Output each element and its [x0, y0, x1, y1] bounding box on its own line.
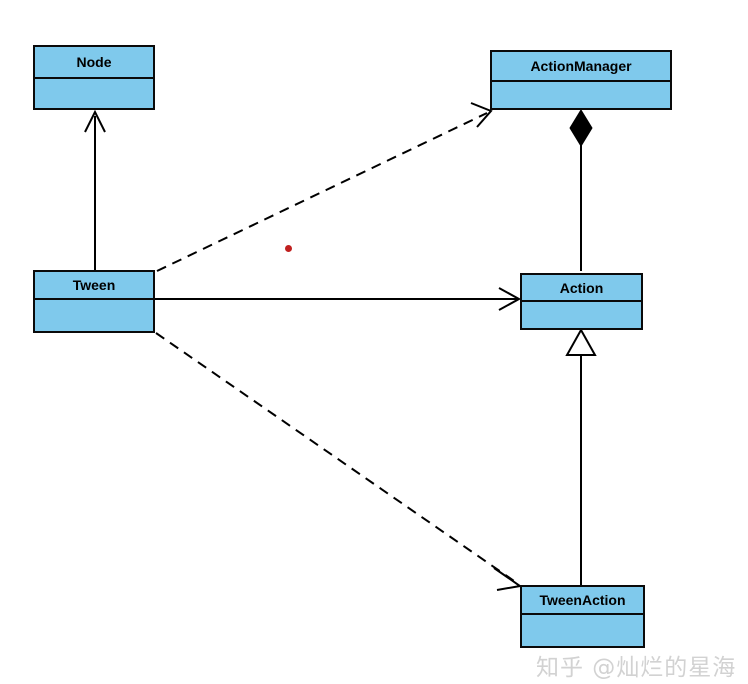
relation-tween-to-node	[84, 109, 106, 270]
class-members-actionmanager	[492, 82, 670, 108]
class-name-actionmanager: ActionManager	[492, 52, 670, 82]
relation-tweenaction-to-action	[565, 327, 597, 585]
watermark-text: 知乎 @灿烂的星海	[536, 655, 737, 681]
relation-actionmanager-to-action	[569, 109, 593, 271]
relation-tween-to-actionmanager	[156, 102, 493, 272]
class-members-action	[522, 302, 641, 328]
class-box-node[interactable]: Node	[33, 45, 155, 110]
class-name-tween: Tween	[35, 272, 153, 300]
class-box-actionmanager[interactable]: ActionManager	[490, 50, 672, 110]
class-box-tweenaction[interactable]: TweenAction	[520, 585, 645, 648]
relation-tween-to-tweenaction	[155, 332, 523, 591]
class-members-node	[35, 79, 153, 108]
class-name-tweenaction: TweenAction	[522, 587, 643, 615]
red-dot-marker	[285, 245, 292, 252]
class-name-node: Node	[35, 47, 153, 79]
class-name-action: Action	[522, 275, 641, 302]
relation-tween-to-action	[155, 287, 522, 311]
class-members-tween	[35, 300, 153, 331]
class-box-action[interactable]: Action	[520, 273, 643, 330]
class-box-tween[interactable]: Tween	[33, 270, 155, 333]
class-members-tweenaction	[522, 615, 643, 646]
